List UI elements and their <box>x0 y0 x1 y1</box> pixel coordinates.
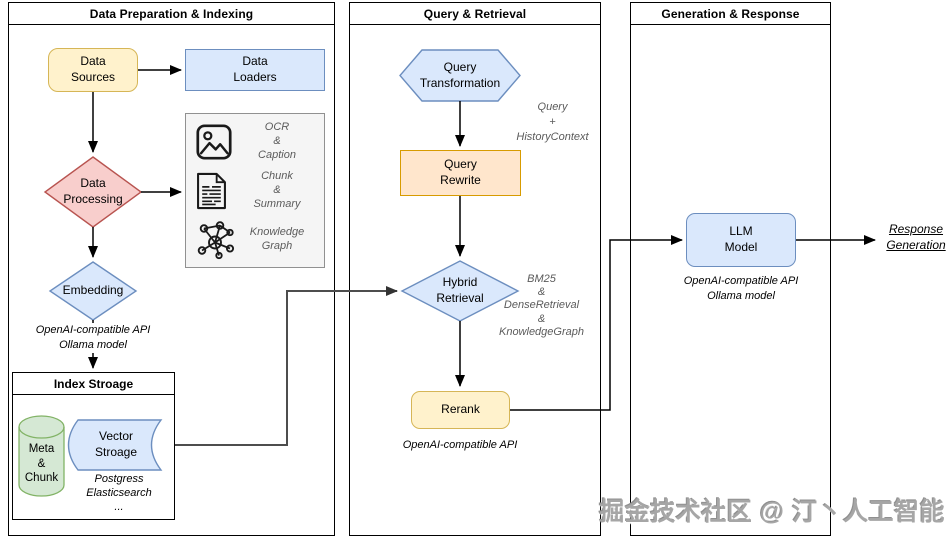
retrieval-methods-annotation: BM25 & DenseRetrieval & KnowledgeGraph <box>498 273 584 338</box>
watermark-text: 掘金技术社区 @ 汀丶人工智能 <box>599 498 945 526</box>
query-rewrite-node: Query Rewrite <box>400 150 521 196</box>
meta-chunk-cylinder-rim <box>18 426 65 439</box>
vector-storage-label: Vector Stroage <box>94 429 138 459</box>
hybrid-retrieval-label: Hybrid Retrieval <box>436 275 484 305</box>
index-storage-title: Index Stroage <box>13 373 174 395</box>
panel-row-knowledge-graph: Knowledge Graph <box>196 219 318 260</box>
edge-vector-storage-to-hybrid-retrieval <box>163 286 398 446</box>
embedding-note: OpenAI-compatible API Ollama model <box>23 323 163 353</box>
section-generation-response: Generation & Response <box>630 2 831 536</box>
query-transformation-hexagon <box>399 49 521 102</box>
rerank-note: OpenAI-compatible API <box>402 439 518 451</box>
edge-rerank-to-llm-model <box>510 235 683 411</box>
section-title-data-preparation: Data Preparation & Indexing <box>9 3 334 25</box>
panel-label-knowledge-graph: Knowledge Graph <box>249 225 305 252</box>
panel-label-ocr-caption: OCR & Caption <box>258 121 296 161</box>
query-transformation-label: Query Transformation <box>419 59 501 90</box>
llm-model-node: LLM Model <box>686 213 796 267</box>
image-icon <box>196 124 236 160</box>
section-title-generation-response: Generation & Response <box>631 3 830 25</box>
processing-methods-panel: OCR & Caption Chunk & Summary <box>185 113 325 268</box>
data-sources-node: Data Sources <box>48 48 138 92</box>
document-icon <box>196 172 236 210</box>
llm-model-note: OpenAI-compatible API Ollama model <box>683 275 799 302</box>
data-loaders-node: Data Loaders <box>185 49 325 91</box>
knowledge-graph-icon <box>196 219 236 260</box>
panel-row-ocr-caption: OCR & Caption <box>196 121 318 162</box>
vector-storage-note: Postgress Elasticsearch ... <box>86 473 152 513</box>
panel-row-chunk-summary: Chunk & Summary <box>196 170 318 211</box>
meta-chunk-label: Meta & Chunk <box>24 442 59 485</box>
data-processing-label: Data Processing <box>63 176 123 206</box>
query-context-annotation: Query + HistoryContext <box>516 101 589 143</box>
embedding-label: Embedding <box>62 283 124 298</box>
section-title-query-retrieval: Query & Retrieval <box>350 3 600 25</box>
rerank-node: Rerank <box>411 391 510 429</box>
response-generation-label: Response Generation <box>886 222 946 253</box>
vector-storage-shape <box>67 419 163 471</box>
panel-label-chunk-summary: Chunk & Summary <box>253 170 301 210</box>
